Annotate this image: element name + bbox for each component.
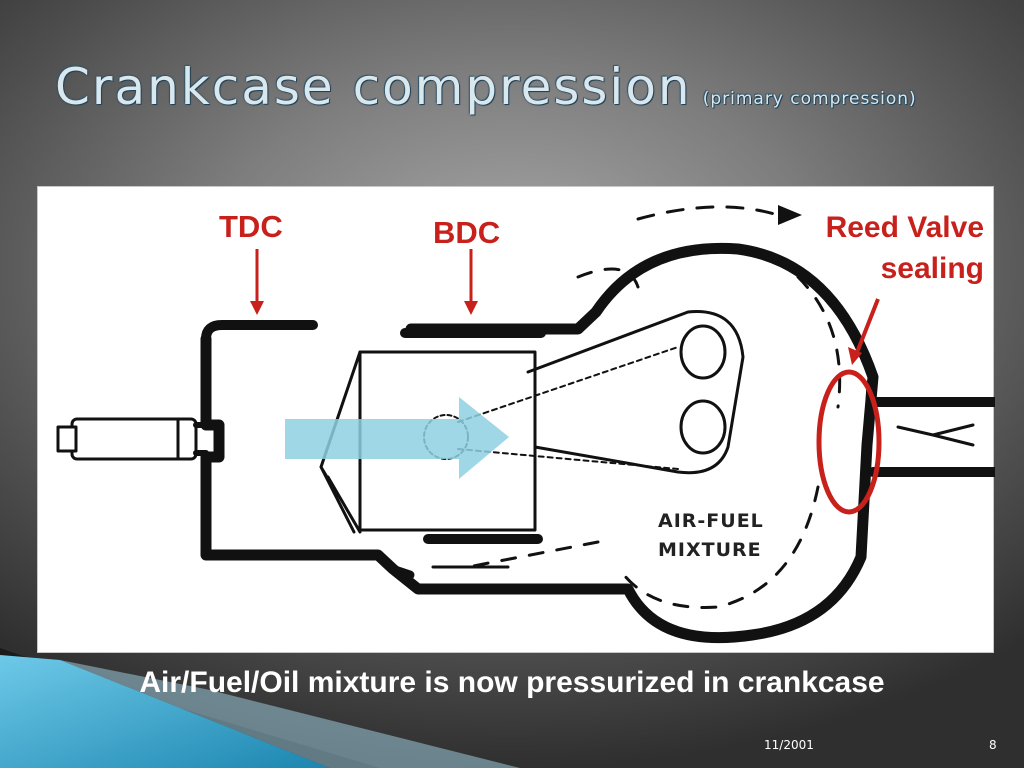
connecting-rod (526, 310, 745, 475)
reed-valve-label-line2: sealing (880, 252, 984, 286)
engine-drawing (56, 205, 995, 644)
tdc-label: TDC (219, 209, 283, 244)
reed-valve-highlight (816, 369, 882, 515)
mixture-label-line1: AIR-FUEL (658, 510, 764, 532)
engine-diagram: TDC BDC Reed Valve sealing AIR-FUEL MIXT… (37, 186, 995, 653)
reed-valve-label: Reed Valve sealing (826, 207, 984, 290)
slide-title: Crankcase compression (primary compressi… (55, 58, 917, 116)
reed-valve-label-line1: Reed Valve (825, 211, 984, 244)
title-subtitle: (primary compression) (702, 89, 917, 109)
mixture-label-line2: MIXTURE (658, 538, 762, 561)
circulation-path-top (636, 205, 780, 221)
circulation-arrowhead (778, 205, 802, 225)
reed-valve-pointer (848, 298, 880, 365)
crank-pin-upper (679, 324, 727, 380)
crankcase-outline (200, 242, 879, 644)
page-number: 8 (989, 738, 997, 752)
spark-plug-tip (56, 425, 78, 453)
circulation-path-right (796, 275, 842, 409)
connecting-rod-dashed (457, 346, 679, 470)
flow-arrow (285, 397, 509, 479)
intake-reed (862, 380, 975, 469)
crankcase-lower-inner (393, 566, 415, 580)
air-fuel-mixture-label: AIR-FUEL MIXTURE (658, 507, 764, 564)
cylinder-top-wall (201, 320, 318, 344)
crank-pin-lower (679, 399, 727, 455)
tdc-pointer (250, 249, 264, 315)
title-main: Crankcase compression (55, 58, 692, 116)
bdc-pointer (464, 249, 478, 315)
circulation-path-lower (466, 540, 600, 569)
piston-crown (319, 350, 362, 534)
slide-caption: Air/Fuel/Oil mixture is now pressurized … (139, 666, 885, 699)
footer-date: 11/2001 (764, 738, 814, 752)
circulation-path-left (576, 267, 640, 289)
bdc-label: BDC (433, 215, 501, 250)
